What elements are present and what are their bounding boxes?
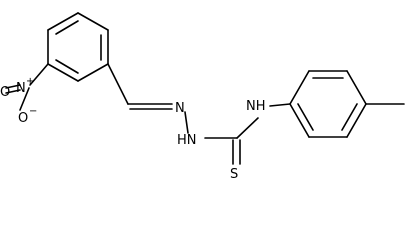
ring2-double-3: [297, 103, 314, 131]
atom-n-imine: N: [175, 101, 185, 116]
ring1-bond-5: [47, 63, 79, 82]
n-nh-bond: [184, 111, 189, 134]
ring2-bond-4: [346, 103, 367, 138]
nitro-n-o-bond: [19, 87, 30, 111]
ring-ch-bond: [107, 63, 129, 105]
atom-label-layer: N + O − O N HN NH S: [0, 76, 266, 182]
nitro-c-n-bond: [29, 63, 49, 86]
nitro-n-o-double-bond-2: [5, 89, 21, 94]
c-nh-bond: [236, 117, 259, 139]
nh-ring-bond: [269, 103, 291, 107]
atom-hn: HN: [177, 133, 197, 148]
ring1-bond-1: [47, 12, 79, 31]
ring2-double-2: [341, 103, 358, 131]
atom-o-minus: O: [18, 111, 28, 126]
nitro-n-o-double-bond: [5, 84, 21, 89]
ring1-double-3: [55, 59, 79, 74]
ring2-bond-1: [289, 70, 310, 105]
ring1-double-1: [55, 20, 79, 35]
ring1-bond-2: [77, 12, 109, 31]
atom-nh: NH: [246, 99, 266, 114]
chemical-structure: N + O − O N HN NH S: [0, 12, 405, 182]
ring2-bond-6: [289, 103, 310, 138]
atom-o-top: O: [0, 85, 10, 100]
structure-svg: N + O − O N HN NH S: [0, 12, 405, 182]
atom-n-plus: N: [16, 81, 26, 96]
atom-sulfur: S: [230, 167, 238, 182]
ring1-bond-4: [77, 63, 109, 82]
bond-layer: [5, 12, 405, 165]
ring2-bond-3: [346, 70, 367, 105]
charge-minus: −: [29, 106, 37, 117]
charge-plus: +: [26, 76, 34, 87]
